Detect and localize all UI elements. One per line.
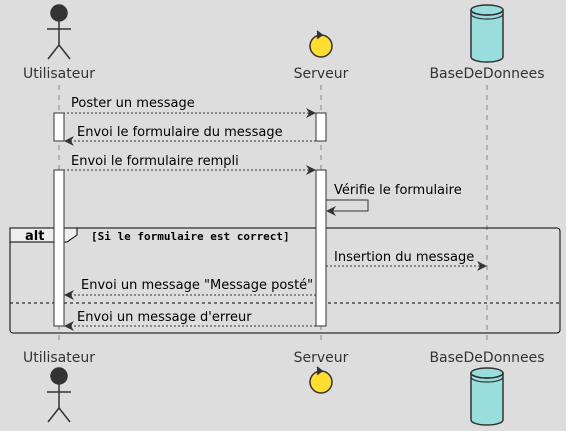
message-label: Envoi le formulaire rempli bbox=[71, 154, 239, 169]
database-cylinder-icon bbox=[470, 4, 504, 63]
activation-serveur-2 bbox=[315, 169, 327, 327]
message-poster: Poster un message bbox=[59, 96, 316, 118]
message-formulaire-du-message: Envoi le formulaire du message bbox=[64, 125, 316, 146]
activation-utilisateur-2 bbox=[53, 169, 65, 327]
stick-figure-icon bbox=[47, 4, 71, 60]
database-basededonnees-top: BaseDeDonnees bbox=[429, 4, 545, 82]
database-cylinder-icon bbox=[470, 367, 504, 426]
control-serveur-bottom: Serveur bbox=[294, 350, 349, 394]
participant-label-utilisateur-bottom: Utilisateur bbox=[23, 350, 95, 366]
participant-label-serveur-top: Serveur bbox=[294, 66, 349, 82]
stick-figure-icon bbox=[47, 367, 71, 423]
message-label: Envoi un message d'erreur bbox=[77, 310, 252, 325]
actor-utilisateur-top: Utilisateur bbox=[23, 4, 95, 82]
participant-label-basededonnees-top: BaseDeDonnees bbox=[429, 66, 544, 82]
control-circle-icon bbox=[309, 30, 333, 58]
message-verifie: Vérifie le formulaire bbox=[326, 183, 462, 216]
participant-label-utilisateur-top: Utilisateur bbox=[23, 66, 95, 82]
database-basededonnees-bottom: BaseDeDonnees bbox=[429, 350, 545, 426]
message-arrow bbox=[326, 199, 369, 216]
activation-serveur-1 bbox=[315, 112, 327, 142]
message-label: Poster un message bbox=[71, 96, 195, 111]
message-insertion: Insertion du message bbox=[326, 250, 487, 271]
participant-label-serveur-bottom: Serveur bbox=[294, 350, 349, 366]
participant-label-basededonnees-bottom: BaseDeDonnees bbox=[429, 350, 544, 366]
alt-guard: [Si le formulaire est correct] bbox=[91, 230, 290, 243]
message-label: Envoi le formulaire du message bbox=[77, 125, 283, 140]
actor-utilisateur-bottom: Utilisateur bbox=[23, 350, 95, 423]
message-erreur: Envoi un message d'erreur bbox=[64, 310, 316, 331]
message-formulaire-rempli: Envoi le formulaire rempli bbox=[59, 154, 316, 175]
message-label: Vérifie le formulaire bbox=[334, 183, 462, 198]
message-label: Insertion du message bbox=[334, 250, 474, 265]
alt-frame bbox=[9, 227, 561, 334]
control-serveur-top: Serveur bbox=[294, 30, 349, 82]
alt-keyword: alt bbox=[25, 229, 44, 244]
alt-fragment: alt [Si le formulaire est correct] bbox=[9, 227, 561, 334]
activation-utilisateur-1 bbox=[53, 112, 65, 142]
message-poste: Envoi un message "Message posté" bbox=[64, 278, 316, 300]
message-label: Envoi un message "Message posté" bbox=[81, 278, 313, 293]
control-circle-icon bbox=[309, 366, 333, 394]
